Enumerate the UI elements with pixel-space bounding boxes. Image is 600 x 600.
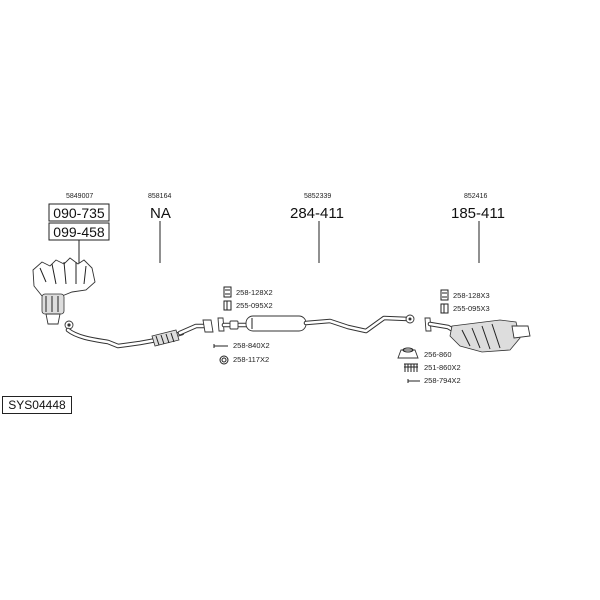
oe-number-rear-silencer: 852416 bbox=[464, 193, 487, 200]
fitting-ref[interactable]: 258-117X2 bbox=[233, 355, 269, 364]
fitting-ref[interactable]: 255-095X2 bbox=[236, 301, 273, 310]
part-number-090-735[interactable]: 090-735 bbox=[53, 205, 105, 221]
part-box-1 bbox=[48, 203, 110, 222]
rubber-mount-icon bbox=[397, 349, 419, 359]
fittings-rear: 258-128X3 255-095X3 256-860 251-860X2 25… bbox=[397, 289, 490, 385]
part-number-rear-silencer[interactable]: 185-411 bbox=[451, 205, 505, 222]
fittings-middle: 258-128X2 255-095X2 258-840X2 258-117X2 bbox=[213, 286, 273, 365]
fitting-ref[interactable]: 255-095X3 bbox=[453, 304, 490, 313]
clamp-bolt-icon bbox=[440, 303, 449, 314]
clamp-icon bbox=[223, 286, 232, 298]
oe-number-front-pipe: 858164 bbox=[148, 193, 171, 200]
part-number-middle-silencer[interactable]: 284-411 bbox=[290, 205, 344, 222]
part-number-099-458[interactable]: 099-458 bbox=[53, 224, 105, 240]
fitting-ref[interactable]: 258-794X2 bbox=[424, 376, 461, 385]
middle-silencer-drawing bbox=[217, 314, 415, 334]
fitting-ref[interactable]: 258-128X3 bbox=[453, 291, 490, 300]
system-code-label: SYS04448 bbox=[2, 396, 72, 414]
fitting-ref[interactable]: 251-860X2 bbox=[424, 363, 461, 372]
manifold-catalyst-drawing bbox=[32, 257, 96, 330]
front-pipe-drawing bbox=[65, 319, 214, 349]
oe-number-manifold: 5849007 bbox=[66, 193, 93, 200]
spring-icon bbox=[404, 363, 418, 372]
bolt-icon bbox=[407, 379, 420, 383]
part-number-front-pipe[interactable]: NA bbox=[150, 205, 171, 222]
clamp-bolt-icon bbox=[223, 300, 232, 311]
clamp-icon bbox=[440, 289, 449, 301]
fitting-ref[interactable]: 258-128X2 bbox=[236, 288, 273, 297]
oe-number-middle-silencer: 5852339 bbox=[304, 193, 331, 200]
fitting-ref[interactable]: 256-860 bbox=[424, 350, 452, 359]
rear-silencer-drawing bbox=[424, 317, 531, 353]
ring-icon bbox=[219, 355, 229, 365]
bolt-icon bbox=[213, 344, 228, 348]
fitting-ref[interactable]: 258-840X2 bbox=[233, 341, 270, 350]
